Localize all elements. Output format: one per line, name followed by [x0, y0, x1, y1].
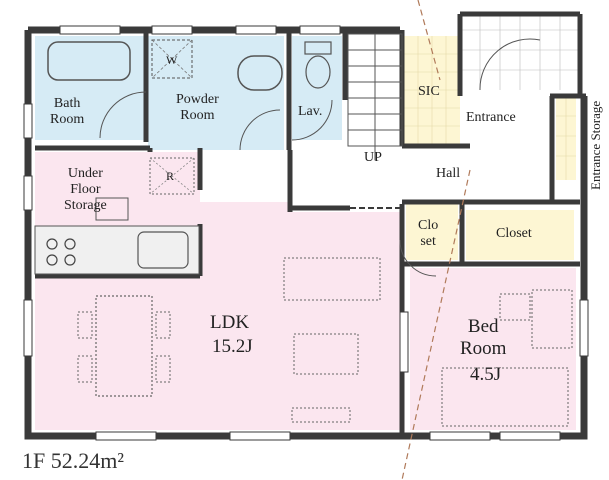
- label-powder-room: Powder Room: [176, 92, 219, 123]
- label-up: UP: [364, 150, 382, 165]
- label-closet-small: Clo set: [418, 218, 439, 249]
- label-ldk-size: 15.2J: [212, 336, 253, 357]
- label-entrance-storage: Entrance Storage: [588, 100, 603, 190]
- powder-room: [148, 36, 284, 150]
- label-closet: Closet: [496, 226, 532, 241]
- label-sic: SIC: [418, 84, 440, 99]
- label-fridge: R: [166, 169, 175, 183]
- floor-area-caption: 1F 52.24m²: [22, 448, 124, 473]
- ldk-area: [35, 152, 400, 430]
- label-bath-room: Bath Room: [50, 96, 85, 127]
- closet: [466, 210, 574, 260]
- closet-small: [406, 204, 458, 260]
- label-ldk-name: LDK: [210, 312, 250, 333]
- bath-room: [35, 36, 145, 140]
- label-under-floor-storage: Under Floor Storage: [64, 166, 107, 213]
- label-bed-room: Bed Room: [460, 316, 507, 359]
- label-washer: W: [166, 53, 178, 67]
- label-bed-size: 4.5J: [470, 364, 502, 385]
- label-entrance: Entrance: [466, 110, 516, 125]
- label-hall: Hall: [436, 166, 461, 181]
- label-lavatory: Lav.: [298, 104, 323, 119]
- boundary-line: [401, 0, 471, 480]
- bed-room: [410, 268, 576, 430]
